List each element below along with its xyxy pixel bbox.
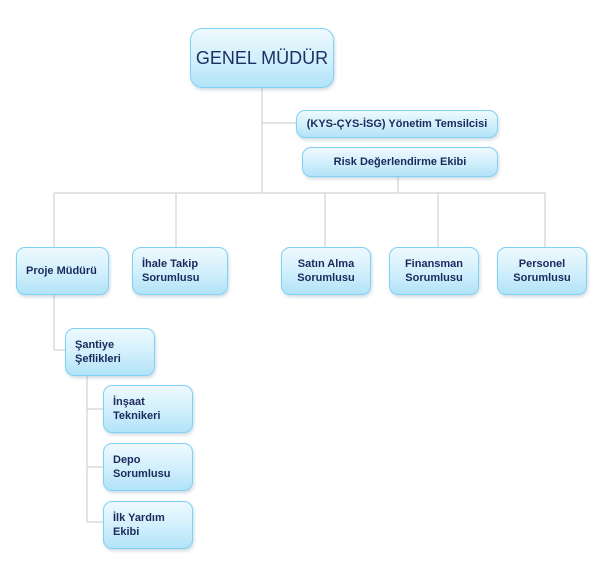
tender-tracking-box: İhale Takip Sorumlusu (132, 247, 228, 295)
personnel-box: Personel Sorumlusu (497, 247, 587, 295)
site-chiefs-box: Şantiye Şeflikleri (65, 328, 155, 376)
management-representative-box: (KYS-ÇYS-İSG) Yönetim Temsilcisi (296, 110, 498, 138)
risk-assessment-team-box: Risk Değerlendirme Ekibi (302, 147, 498, 177)
warehouse-box: Depo Sorumlusu (103, 443, 193, 491)
project-manager-box: Proje Müdürü (16, 247, 109, 295)
finance-box: Finansman Sorumlusu (389, 247, 479, 295)
general-manager-box: GENEL MÜDÜR (190, 28, 334, 88)
purchasing-box: Satın Alma Sorumlusu (281, 247, 371, 295)
construction-technicians-box: İnşaat Teknikeri (103, 385, 193, 433)
first-aid-team-box: İlk Yardım Ekibi (103, 501, 193, 549)
